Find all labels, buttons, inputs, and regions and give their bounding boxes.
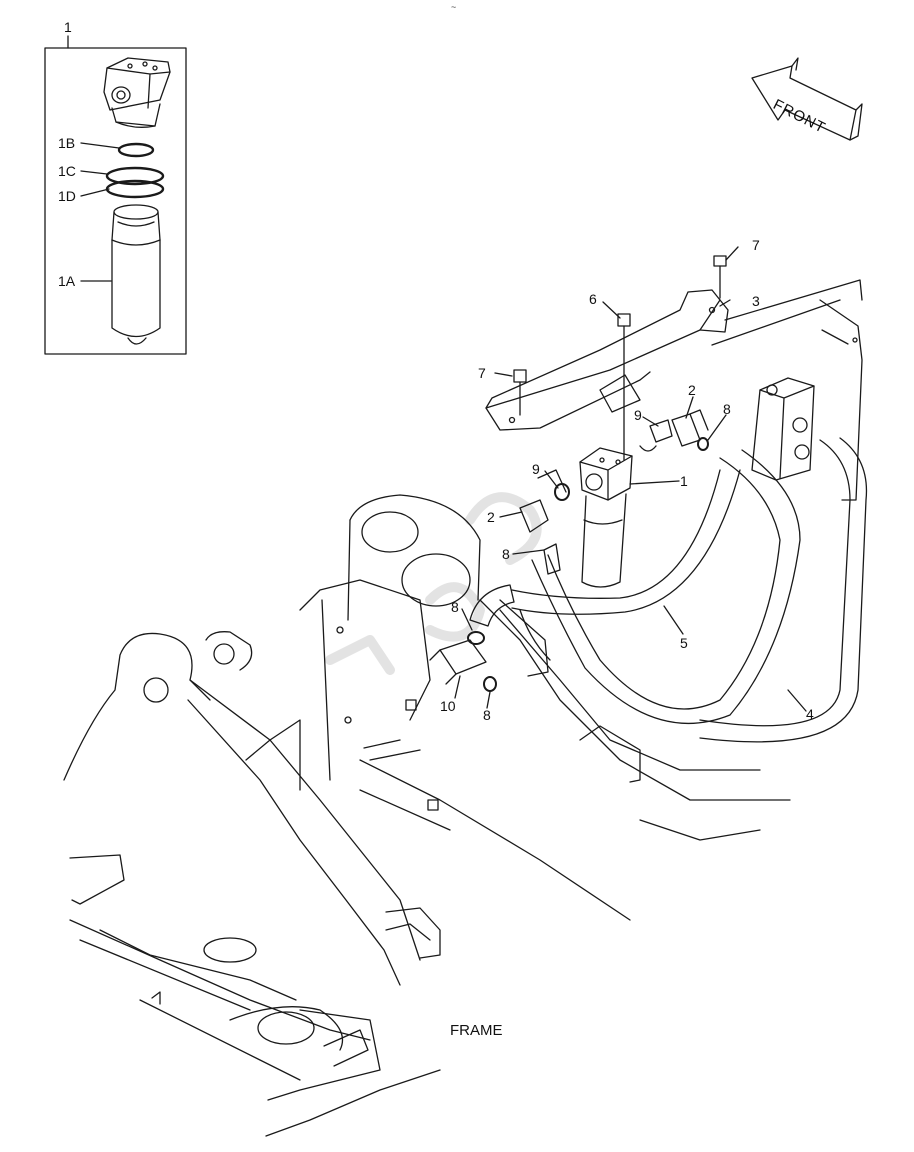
callout-1a: 1A (58, 273, 76, 289)
callout-leaders (454, 246, 807, 712)
callout-8-right: 8 (723, 401, 731, 417)
o-ring-8-bottom-icon (483, 676, 497, 692)
fitting-9-top-icon (639, 419, 673, 452)
o-ring-1c-icon (105, 166, 165, 186)
o-ring-1b-icon (117, 142, 155, 158)
filter-head-icon (103, 57, 171, 128)
o-ring-8-mid-icon (467, 631, 485, 645)
fitting-8-left-icon (543, 543, 561, 575)
valve-block-icon (751, 299, 863, 501)
callout-9-left: 9 (532, 461, 540, 477)
callout-2-left: 2 (487, 509, 495, 525)
callout-10: 10 (440, 698, 456, 714)
callout-7-left: 7 (478, 365, 486, 381)
callout-6: 6 (589, 291, 597, 307)
callout-1c: 1C (58, 163, 76, 179)
fitting-2-left-icon (519, 469, 567, 533)
bolt-7-left-icon (513, 369, 527, 416)
callout-1-main: 1 (680, 473, 688, 489)
callout-7-top: 7 (752, 237, 760, 253)
elbow-fitting-5-icon (469, 584, 515, 627)
callout-9-top: 9 (634, 407, 642, 423)
main-filter-1-icon (579, 447, 633, 588)
bolt-7-top-icon (713, 255, 727, 299)
hose-5-icon (511, 469, 741, 615)
tee-fitting-10-icon (429, 639, 487, 685)
callout-5: 5 (680, 635, 688, 651)
hose-4-icon (531, 437, 868, 743)
o-ring-9-left-icon (554, 483, 570, 501)
bracket-3-icon (485, 279, 863, 431)
callout-1-inset: 1 (64, 19, 72, 35)
loader-frame-outline (63, 494, 791, 1137)
callout-8-mid: 8 (451, 599, 459, 615)
watermark (325, 492, 542, 675)
callout-3: 3 (752, 293, 760, 309)
filter-element-1a-icon (111, 204, 161, 345)
frame-label: FRAME (450, 1022, 503, 1039)
callout-8-left: 8 (502, 546, 510, 562)
callout-1b: 1B (58, 135, 76, 151)
o-ring-8-right-icon (697, 437, 709, 451)
bolt-6-icon (617, 313, 631, 461)
callout-2-right: 2 (688, 382, 696, 398)
front-direction-arrow (751, 57, 863, 141)
callout-8-bottom: 8 (483, 707, 491, 723)
callout-4: 4 (806, 706, 814, 722)
callout-1d: 1D (58, 188, 76, 204)
top-mark: ~ (451, 2, 457, 12)
fitting-2-right-icon (671, 409, 709, 447)
filter-exploded-inset (44, 35, 187, 355)
